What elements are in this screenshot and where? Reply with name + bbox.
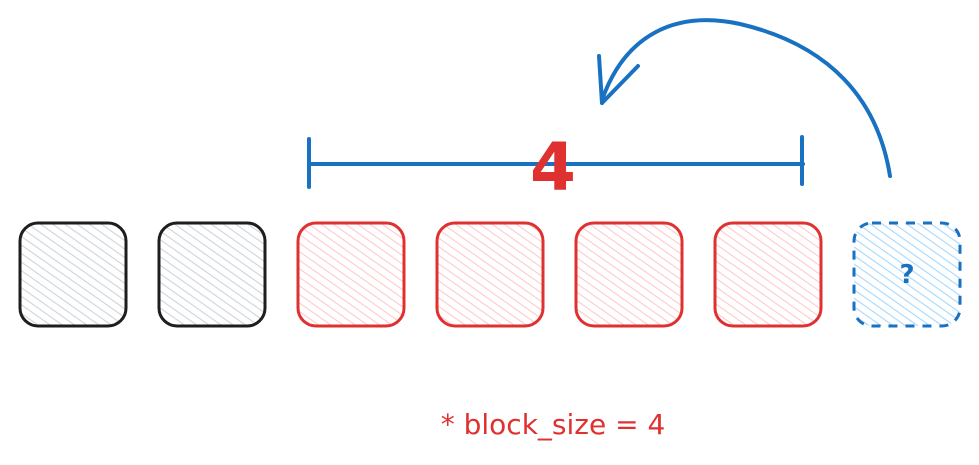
block-4	[574, 221, 684, 328]
block-2	[296, 221, 406, 328]
window-size-label: 4	[530, 129, 576, 206]
return-arrow	[597, 18, 892, 178]
block-1	[157, 221, 267, 328]
return-arrow-head-right	[600, 64, 640, 105]
return-arrow-curve	[600, 18, 892, 178]
block-5	[713, 221, 823, 328]
block-3	[435, 221, 545, 328]
block-6-next: ?	[852, 221, 962, 328]
window-span-bracket	[307, 135, 805, 189]
block-size-note: * block_size = 4	[441, 408, 666, 441]
next-block-label: ?	[899, 260, 914, 290]
block-0	[18, 221, 128, 328]
return-arrow-head-left	[597, 54, 604, 105]
